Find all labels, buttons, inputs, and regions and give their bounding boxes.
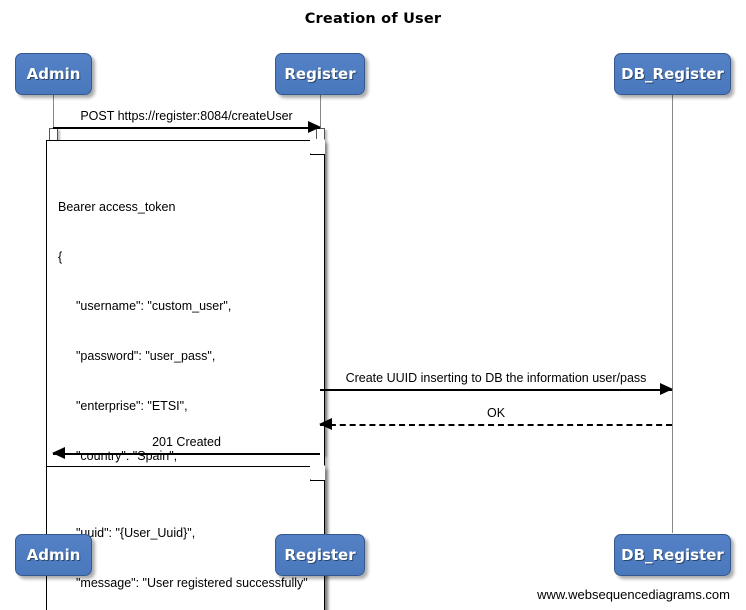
note-line: { — [58, 249, 63, 264]
message-line — [320, 389, 672, 391]
message-label-post-createuser: POST https://register:8084/createUser — [80, 109, 293, 123]
participant-register-top[interactable]: Register — [275, 53, 365, 95]
note-fold-corner-icon — [310, 465, 325, 481]
note-line: "message": "User registered successfully… — [76, 575, 308, 590]
lifeline-db-register — [672, 95, 673, 533]
participant-label-register-bottom: Register — [284, 546, 356, 564]
message-label-create-uuid: Create UUID inserting to DB the informat… — [345, 371, 647, 385]
participant-admin-top[interactable]: Admin — [15, 53, 92, 95]
page-title: Creation of User — [304, 11, 442, 27]
note-line: "country": "Spain", — [76, 448, 178, 463]
note-line: Bearer access_token — [58, 199, 176, 214]
message-label-ok: OK — [486, 406, 506, 420]
note-line: "username": "custom_user", — [76, 299, 232, 314]
participant-label-register-top: Register — [284, 65, 356, 83]
participant-admin-bottom[interactable]: Admin — [15, 534, 92, 576]
participant-db-register-bottom[interactable]: DB_Register — [614, 534, 731, 576]
note-line: "password": "user_pass", — [76, 349, 216, 364]
note-response-body: "uuid": "{User_Uuid}", "message": "User … — [46, 465, 325, 610]
arrow-head-left-icon — [319, 418, 332, 430]
note-fold-corner-icon — [310, 139, 325, 155]
watermark-credit: www.websequencediagrams.com — [537, 587, 730, 602]
participant-label-db-register-bottom: DB_Register — [621, 546, 724, 564]
arrow-head-right-icon — [660, 383, 673, 395]
participant-label-admin-bottom: Admin — [26, 546, 81, 564]
note-line: "enterprise": "ETSI", — [76, 398, 188, 413]
message-line — [53, 127, 320, 129]
arrow-head-right-icon — [308, 121, 321, 133]
participant-register-bottom[interactable]: Register — [275, 534, 365, 576]
message-line — [320, 424, 672, 426]
message-line — [53, 453, 320, 455]
participant-db-register-top[interactable]: DB_Register — [614, 53, 731, 95]
message-label-201-created: 201 Created — [152, 435, 221, 449]
arrow-head-left-icon — [52, 447, 65, 459]
participant-label-admin-top: Admin — [26, 65, 81, 83]
participant-label-db-register-top: DB_Register — [621, 65, 724, 83]
